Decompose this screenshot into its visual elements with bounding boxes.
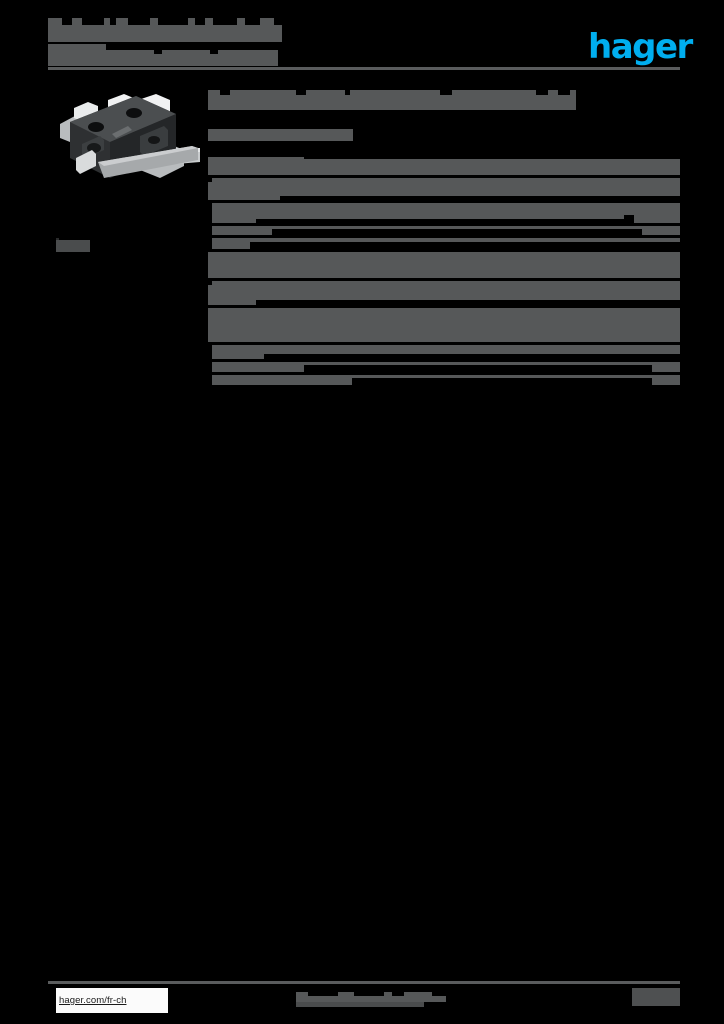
row-ink bbox=[250, 242, 680, 249]
table-row bbox=[208, 308, 680, 342]
row-ink bbox=[272, 229, 642, 235]
footer-ink-3 bbox=[392, 992, 404, 996]
row-ink bbox=[264, 354, 680, 359]
section-subtitle bbox=[208, 129, 353, 141]
section-title-ink-3 bbox=[345, 90, 350, 95]
title-ink-4 bbox=[128, 18, 150, 25]
section-title-ink-5 bbox=[536, 90, 548, 95]
page-header: hager bbox=[48, 14, 693, 70]
hager-logo-wordmark: hager bbox=[588, 27, 693, 67]
section-title-ink-1 bbox=[220, 90, 230, 95]
product-image bbox=[52, 88, 200, 186]
table-row bbox=[208, 375, 680, 385]
page-reference bbox=[106, 50, 278, 66]
table-row bbox=[208, 362, 680, 372]
table-row bbox=[208, 252, 680, 278]
product-photo-svg bbox=[60, 94, 200, 178]
row-ink bbox=[304, 365, 652, 372]
section-title-ink-2 bbox=[296, 90, 306, 95]
table-row bbox=[208, 203, 680, 223]
row-notch bbox=[208, 375, 212, 385]
spec-table bbox=[208, 157, 680, 388]
table-row bbox=[208, 178, 680, 200]
page-title bbox=[48, 18, 282, 42]
header-divider bbox=[48, 67, 680, 70]
footer-center-subtext bbox=[296, 1002, 424, 1007]
section-title-ink-6 bbox=[558, 90, 570, 95]
footer-ink-2 bbox=[354, 992, 384, 996]
row-ink bbox=[280, 196, 680, 200]
row-notch bbox=[208, 178, 212, 182]
ref-ink-2 bbox=[210, 50, 218, 54]
title-ink-6 bbox=[195, 18, 205, 25]
title-ink-8 bbox=[245, 18, 260, 25]
section-title-ink-4 bbox=[440, 90, 452, 95]
table-row bbox=[208, 345, 680, 359]
title-ink-1 bbox=[62, 18, 72, 25]
footer-page-number bbox=[632, 988, 680, 1006]
footer-center-text bbox=[296, 992, 446, 1002]
page-subtitle bbox=[48, 44, 106, 66]
row-notch bbox=[208, 203, 212, 223]
row-notch bbox=[208, 238, 212, 249]
row-notch bbox=[208, 226, 212, 235]
row-notch bbox=[208, 345, 212, 359]
row-notch bbox=[208, 281, 212, 285]
table-row bbox=[208, 157, 680, 175]
row-ink bbox=[352, 378, 652, 385]
row-ink bbox=[256, 219, 624, 223]
ref-ink-1 bbox=[154, 50, 162, 54]
row-ink bbox=[256, 300, 680, 305]
footer-divider bbox=[48, 981, 680, 984]
product-caption bbox=[56, 240, 90, 252]
title-ink-2 bbox=[82, 18, 104, 25]
table-row bbox=[208, 226, 680, 235]
row-ink bbox=[304, 157, 680, 159]
footer-url-link[interactable]: hager.com/fr-ch bbox=[56, 988, 168, 1013]
title-ink-9 bbox=[274, 18, 282, 25]
row-notch bbox=[208, 362, 212, 372]
title-ink-5 bbox=[158, 18, 188, 25]
table-row bbox=[208, 238, 680, 249]
row-ink-unit bbox=[624, 215, 634, 223]
title-ink-3 bbox=[110, 18, 116, 25]
hager-logo: hager bbox=[588, 27, 693, 67]
footer-ink-4 bbox=[432, 992, 446, 996]
section-title bbox=[208, 90, 576, 110]
table-row bbox=[208, 281, 680, 305]
footer-ink-1 bbox=[308, 992, 338, 996]
title-ink-7 bbox=[213, 18, 237, 25]
